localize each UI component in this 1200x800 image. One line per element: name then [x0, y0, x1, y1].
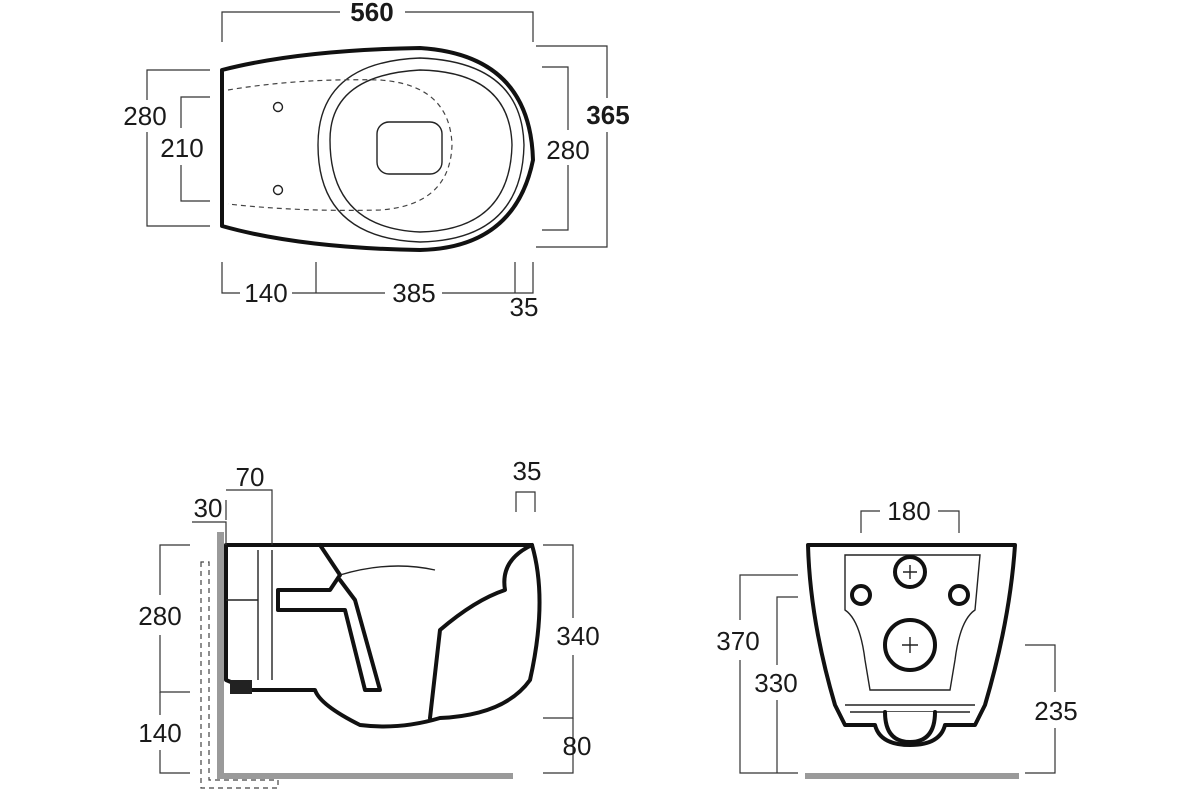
dim-line-front-body-height — [776, 596, 798, 773]
dim-fixing-height: 280 — [138, 601, 181, 631]
dim-line-front-outlet-height — [1025, 644, 1056, 774]
dim-wall-offset: 30 — [194, 493, 223, 523]
front-view-fixing-right — [948, 584, 970, 606]
dim-outlet-height: 80 — [563, 731, 592, 761]
front-view-inner-panel — [844, 554, 981, 691]
dim-rear-to-bowl: 140 — [244, 278, 287, 308]
side-view-outlet — [230, 680, 252, 694]
side-view-inlet — [226, 550, 273, 680]
top-view-drain-outlet — [376, 121, 443, 175]
top-view-seat-ring — [329, 69, 513, 233]
side-view-water-line — [339, 565, 436, 576]
top-view-fixing-hole-upper — [272, 101, 284, 113]
top-view-hidden-bowl — [227, 79, 453, 211]
dim-rear-width: 280 — [123, 101, 166, 131]
front-view-lower-lip — [883, 710, 937, 744]
dim-line-lower-height — [159, 692, 190, 774]
side-view-rim — [276, 543, 382, 692]
dim-line-front-overall-height — [739, 574, 798, 774]
dim-line-bottom-chain — [221, 262, 534, 294]
dim-line-front-fixing-spacing — [860, 510, 960, 533]
dim-overall-length: 560 — [350, 0, 393, 27]
dim-overall-width: 365 — [586, 100, 629, 130]
side-view-trap — [428, 543, 534, 720]
front-view: 180 370 330 235 — [716, 496, 1078, 779]
dim-line-fixing-spacing — [180, 96, 210, 202]
dim-rim-setback: 35 — [513, 456, 542, 486]
front-view-inlet-cross — [903, 565, 917, 579]
hidden-frame — [200, 561, 279, 789]
dim-front-body-height: 330 — [754, 668, 797, 698]
dim-front-outlet-height: 235 — [1034, 696, 1077, 726]
dim-line-overall-length — [221, 11, 534, 42]
top-view-seat-inner — [317, 57, 525, 243]
floor — [217, 773, 513, 779]
dim-line-overall-width — [536, 45, 608, 248]
wall — [217, 532, 224, 779]
dim-line-inlet-depth — [225, 489, 273, 545]
side-view: 30 70 35 280 140 340 80 — [138, 456, 600, 789]
dim-bowl-height: 340 — [556, 621, 599, 651]
side-view-bowl-outline — [224, 543, 542, 729]
dim-inlet-depth: 70 — [236, 462, 265, 492]
dim-line-rear-width — [146, 69, 210, 227]
front-view-fixing-left — [850, 584, 872, 606]
dim-fixing-spacing: 210 — [160, 133, 203, 163]
front-view-outlet-cross — [902, 637, 918, 653]
front-floor — [805, 773, 1019, 779]
dim-front-overall-height: 370 — [716, 626, 759, 656]
dim-bowl-length: 385 — [392, 278, 435, 308]
top-view: 560 365 280 280 210 140 385 35 — [123, 0, 629, 322]
dim-lower-height: 140 — [138, 718, 181, 748]
dim-line-wall-offset — [192, 521, 227, 545]
top-view-fixing-hole-lower — [272, 184, 284, 196]
dim-line-outlet-height — [543, 718, 574, 774]
dim-line-rim-setback — [515, 491, 536, 512]
dim-front-overhang: 35 — [510, 292, 539, 322]
dim-line-bowl-width — [542, 66, 569, 231]
dim-bowl-width: 280 — [546, 135, 589, 165]
dim-front-fixing-spacing: 180 — [887, 496, 930, 526]
